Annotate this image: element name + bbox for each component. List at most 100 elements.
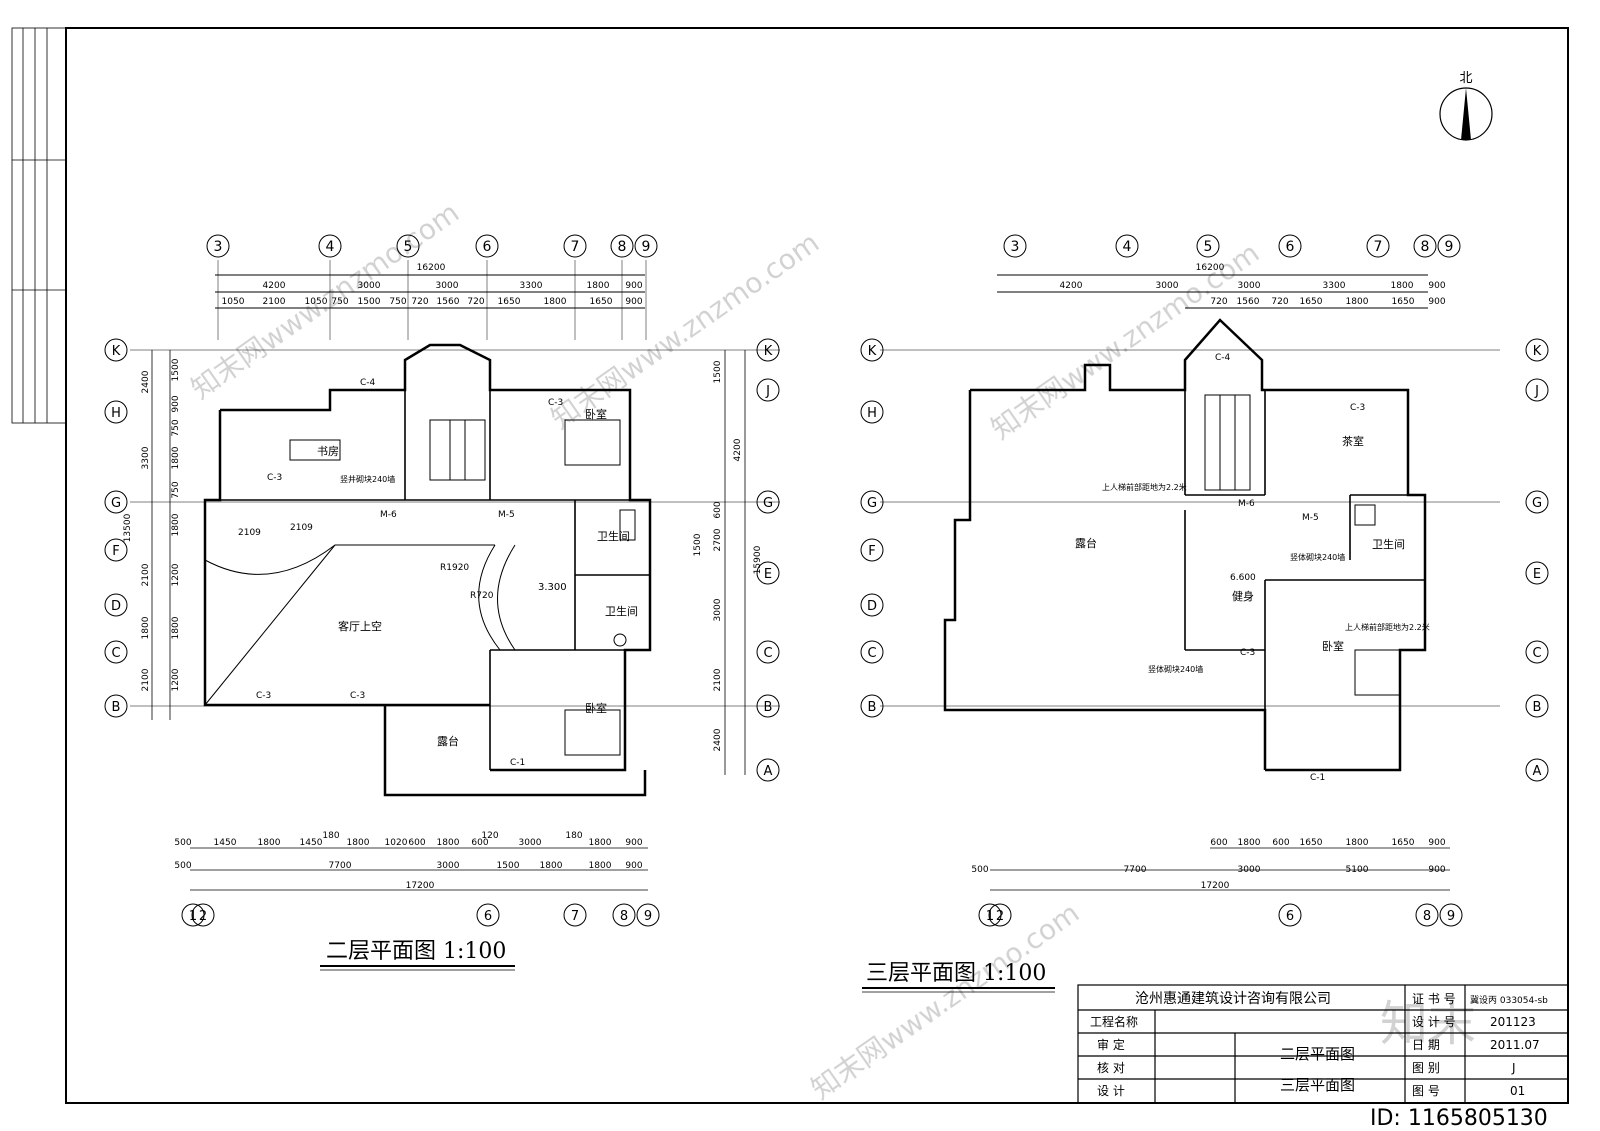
svg-text:3000: 3000 — [1238, 865, 1261, 875]
svg-text:720: 720 — [1271, 297, 1288, 307]
project-label: 工程名称 — [1090, 1014, 1138, 1029]
tag-c3-a: C-3 — [256, 691, 271, 701]
svg-text:C: C — [1532, 646, 1541, 661]
second-floor-grid-bottom: 1 2 6 7 8 9 — [181, 903, 660, 927]
grid-bubble: B — [1525, 694, 1549, 718]
second-floor-title: 二层平面图 1:100 — [326, 939, 506, 964]
svg-text:1500: 1500 — [693, 533, 703, 556]
svg-text:E: E — [1533, 567, 1541, 582]
svg-text:900: 900 — [1428, 297, 1445, 307]
svg-text:K: K — [1533, 344, 1542, 359]
grid-bubble: B — [860, 694, 884, 718]
svg-text:1800: 1800 — [1346, 297, 1369, 307]
third-floor-plan — [880, 274, 1500, 772]
svg-text:1800: 1800 — [589, 838, 612, 848]
svg-text:1650: 1650 — [1392, 297, 1415, 307]
svg-text:8: 8 — [1421, 239, 1430, 255]
note-ladder-1: 上人梯前部距地为2.2米 — [1102, 482, 1187, 492]
svg-text:4: 4 — [1123, 239, 1132, 255]
watermark-id: ID: 1165805130 — [1370, 1106, 1548, 1131]
svg-text:5: 5 — [1204, 239, 1213, 255]
grid-bubble: 7 — [1366, 234, 1390, 258]
tag-c3-bed: C-3 — [548, 398, 563, 408]
svg-text:G: G — [763, 496, 773, 511]
svg-text:9: 9 — [1445, 239, 1454, 255]
svg-text:8: 8 — [618, 239, 627, 255]
svg-text:1800: 1800 — [171, 616, 181, 639]
room-study: 书房 — [317, 445, 339, 458]
third-floor-grid-top: 3 4 5 6 7 8 9 — [1003, 234, 1461, 258]
svg-text:H: H — [111, 406, 121, 421]
svg-text:900: 900 — [1428, 865, 1445, 875]
svg-text:C: C — [763, 646, 772, 661]
svg-text:4200: 4200 — [1060, 281, 1083, 291]
grid-bubble: G — [1525, 490, 1549, 514]
grid-bubble: 6 — [475, 234, 499, 258]
svg-text:600: 600 — [408, 838, 425, 848]
svg-text:900: 900 — [625, 838, 642, 848]
grid-bubble: 4 — [318, 234, 342, 258]
svg-text:3: 3 — [214, 239, 223, 255]
grid-bubble: 9 — [1439, 903, 1463, 927]
grid-bubble: A — [1525, 758, 1549, 782]
third-floor-grid-bottom: 1 2 6 8 9 — [978, 903, 1463, 927]
grid-bubble: J — [756, 378, 780, 402]
grid-bubble: K — [1525, 338, 1549, 362]
svg-text:600: 600 — [713, 501, 723, 518]
svg-text:720: 720 — [411, 297, 428, 307]
grid-bubble: 5 — [1196, 234, 1220, 258]
svg-text:1800: 1800 — [589, 861, 612, 871]
grid-bubble: K — [104, 338, 128, 362]
svg-text:7700: 7700 — [1124, 865, 1147, 875]
room-gym: 健身 — [1232, 589, 1254, 603]
category-label: 图 别 — [1412, 1061, 1440, 1075]
grid-bubble: H — [104, 400, 128, 424]
svg-text:500: 500 — [174, 861, 191, 871]
svg-text:B: B — [112, 700, 121, 715]
design-label: 设 计 — [1097, 1084, 1125, 1098]
svg-text:1650: 1650 — [1392, 838, 1415, 848]
svg-text:1800: 1800 — [437, 838, 460, 848]
drawing-name-2: 三层平面图 — [1280, 1076, 1355, 1094]
sheet-label: 图 号 — [1412, 1084, 1440, 1098]
grid-bubble: K — [860, 338, 884, 362]
tag-c3-gym: C-3 — [1240, 648, 1255, 658]
svg-text:A: A — [1533, 764, 1542, 779]
note-elevation: 6.600 — [1230, 573, 1256, 583]
svg-text:1800: 1800 — [347, 838, 370, 848]
svg-text:2: 2 — [996, 909, 1004, 924]
svg-text:3000: 3000 — [437, 861, 460, 871]
svg-text:4200: 4200 — [733, 438, 743, 461]
svg-text:4200: 4200 — [263, 281, 286, 291]
date-label: 日 期 — [1412, 1038, 1440, 1052]
note-elevation: 3.300 — [538, 582, 567, 593]
svg-text:C: C — [867, 646, 876, 661]
second-floor-grid-top: 3 4 5 6 7 8 9 — [206, 234, 658, 258]
svg-text:600: 600 — [1272, 838, 1289, 848]
tag-c3-study: C-3 — [267, 473, 282, 483]
svg-text:1: 1 — [189, 909, 197, 924]
drawing-name-1: 二层平面图 — [1280, 1045, 1355, 1063]
svg-text:2100: 2100 — [713, 668, 723, 691]
grid-bubble: G — [860, 490, 884, 514]
grid-bubble: 6 — [476, 903, 500, 927]
tag-c4: C-4 — [360, 378, 376, 388]
svg-text:1800: 1800 — [258, 838, 281, 848]
third-floor-dims-bottom: 600 1800 600 1650 1800 1650 900 500 7700… — [971, 838, 1450, 891]
svg-text:1: 1 — [986, 909, 994, 924]
svg-text:900: 900 — [625, 281, 642, 291]
grid-bubble: 7 — [563, 903, 587, 927]
svg-text:1200: 1200 — [171, 563, 181, 586]
sheet-border — [65, 27, 1569, 1104]
svg-text:16200: 16200 — [417, 263, 446, 273]
cert-value: 冀设丙 033054-sb — [1470, 994, 1548, 1006]
room-bedroom-1: 卧室 — [585, 407, 607, 421]
svg-text:1800: 1800 — [1346, 838, 1369, 848]
company-name: 沧州惠通建筑设计咨询有限公司 — [1135, 990, 1331, 1007]
svg-text:6: 6 — [1286, 239, 1295, 255]
grid-bubble: A — [756, 758, 780, 782]
svg-text:1800: 1800 — [1238, 838, 1261, 848]
check-label: 核 对 — [1097, 1061, 1125, 1075]
grid-bubble: G — [104, 490, 128, 514]
svg-text:1050: 1050 — [222, 297, 245, 307]
